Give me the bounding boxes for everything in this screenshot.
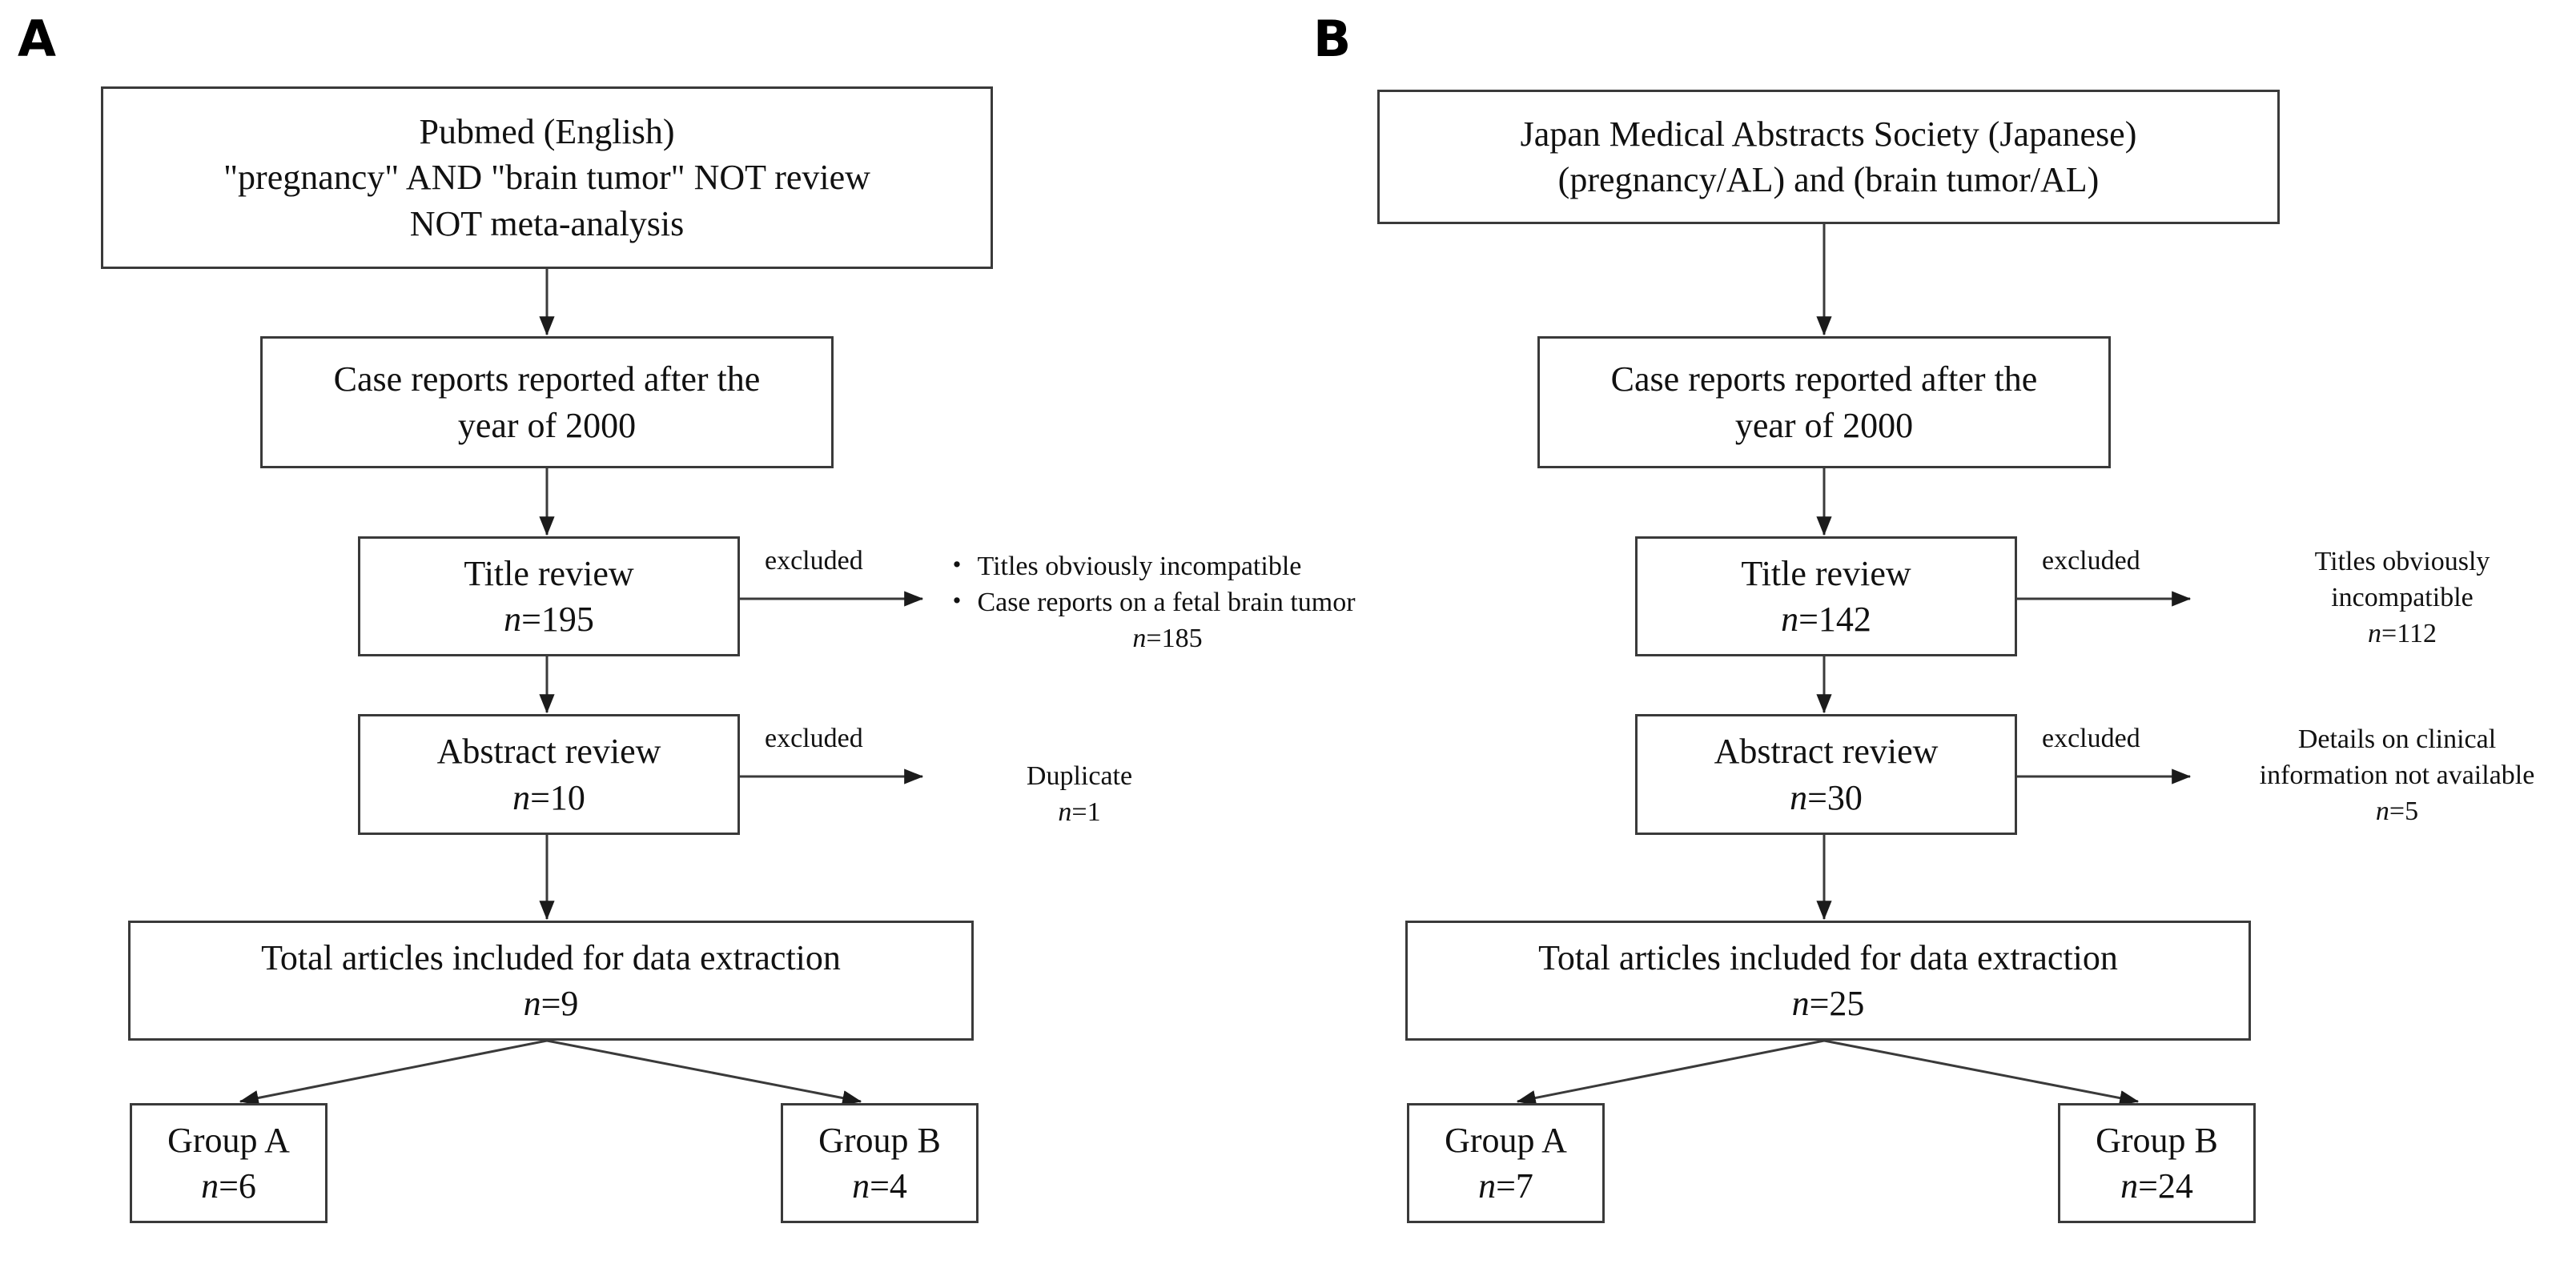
panel-a-total-articles-box: Total articles included for data extract… — [128, 921, 974, 1041]
panel-a-case-reports-box: Case reports reported after the year of … — [260, 336, 834, 468]
exclusion-reason-line: incompatible — [2331, 582, 2474, 612]
n-symbol: n — [523, 984, 541, 1023]
panel-a-group-b-box: Group B n=4 — [781, 1103, 979, 1223]
n-value: =4 — [870, 1166, 907, 1206]
n-value: =1 — [1071, 796, 1101, 827]
panel-b-exclusion-note-2: Details on clinical information not avai… — [2218, 722, 2576, 830]
panel-b-exclusion-note-1: Titles obviously incompatible n=112 — [2234, 544, 2570, 652]
panel-b-abstract-review-label: Abstract review — [1714, 732, 1939, 772]
n-symbol: n — [1058, 796, 1072, 827]
panel-a-title-review-box: Title review n=195 — [358, 536, 740, 656]
n-value: =30 — [1807, 777, 1863, 817]
panel-a-title-review-label: Title review — [464, 553, 634, 593]
panel-b-excluded-label-1: excluded — [2042, 546, 2140, 576]
panel-a-group-a-count: n=6 — [201, 1163, 256, 1209]
n-symbol: n — [1132, 623, 1147, 653]
n-symbol: n — [201, 1166, 219, 1206]
panel-b-source-box: Japan Medical Abstracts Society (Japanes… — [1377, 90, 2280, 224]
panel-a-source-box: Pubmed (English) "pregnancy" AND "brain … — [101, 86, 993, 269]
exclusion-reason-line: Details on clinical — [2297, 724, 2497, 754]
exclusion-reason-line: Duplicate — [1026, 761, 1133, 791]
panel-b-source-line-2: (pregnancy/AL) and (brain tumor/AL) — [1557, 160, 2100, 199]
panel-a-excluded-label-1: excluded — [765, 546, 863, 576]
n-value: =25 — [1809, 984, 1865, 1023]
panel-a-source-line-1: Pubmed (English) — [419, 112, 675, 152]
panel-a-source-line-3: NOT meta-analysis — [409, 203, 685, 243]
panel-b-abstract-review-box: Abstract review n=30 — [1635, 714, 2017, 835]
exclusion-reason-line: Titles obviously — [2314, 547, 2490, 576]
n-value: =112 — [2381, 618, 2437, 648]
n-symbol: n — [512, 777, 531, 817]
panel-label-a: A — [18, 10, 56, 68]
panel-b-group-b-label: Group B — [2096, 1120, 2218, 1160]
n-symbol: n — [1790, 777, 1808, 817]
panel-b-case-reports-box: Case reports reported after the year of … — [1537, 336, 2111, 468]
n-value: =10 — [530, 777, 585, 817]
panel-a-exclusion-note-2: Duplicate n=1 — [943, 759, 1216, 831]
exclusion-count: n=1 — [943, 795, 1216, 831]
panel-b-excluded-label-2: excluded — [2042, 724, 2140, 753]
exclusion-reason-line: information not available — [2259, 760, 2535, 790]
panel-a-case-reports-line-2: year of 2000 — [457, 405, 637, 445]
n-symbol: n — [1791, 984, 1810, 1023]
exclusion-reason-line: ・ Case reports on a fetal brain tumor — [943, 587, 1356, 617]
panel-a-abstract-review-count: n=10 — [512, 775, 585, 821]
panel-b-title-review-label: Title review — [1741, 553, 1911, 593]
panel-b-abstract-review-count: n=30 — [1790, 775, 1863, 821]
panel-a-group-b-count: n=4 — [852, 1163, 907, 1209]
n-value: =5 — [2389, 796, 2419, 826]
n-symbol: n — [2368, 618, 2382, 648]
panel-a-abstract-review-box: Abstract review n=10 — [358, 714, 740, 835]
n-value: =9 — [541, 984, 579, 1023]
panel-b-group-a-label: Group A — [1445, 1120, 1567, 1160]
n-symbol: n — [2375, 796, 2389, 826]
exclusion-count: n=185 — [943, 621, 1392, 657]
panel-b-total-articles-box: Total articles included for data extract… — [1405, 921, 2251, 1041]
panel-b-group-a-count: n=7 — [1478, 1163, 1533, 1209]
panel-a-abstract-review-label: Abstract review — [436, 732, 661, 772]
panel-b-case-reports-line-2: year of 2000 — [1734, 405, 1914, 445]
n-value: =24 — [2138, 1166, 2193, 1206]
panel-b-source-line-1: Japan Medical Abstracts Society (Japanes… — [1520, 114, 2137, 154]
n-symbol: n — [852, 1166, 870, 1206]
panel-a-total-articles-count: n=9 — [524, 981, 579, 1026]
panel-a-exclusion-note-1: ・ Titles obviously incompatible ・ Case r… — [943, 549, 1392, 657]
panel-a-excluded-label-2: excluded — [765, 724, 863, 753]
panel-b-title-review-count: n=142 — [1781, 596, 1871, 642]
n-value: =7 — [1496, 1166, 1533, 1206]
n-symbol: n — [1478, 1166, 1497, 1206]
panel-a-source-line-2: "pregnancy" AND "brain tumor" NOT review — [223, 158, 870, 198]
n-symbol: n — [504, 600, 522, 639]
panel-a-group-b-label: Group B — [818, 1120, 941, 1160]
n-symbol: n — [1781, 600, 1799, 639]
panel-label-b: B — [1313, 10, 1351, 68]
exclusion-count: n=5 — [2218, 794, 2576, 830]
n-symbol: n — [2120, 1166, 2139, 1206]
n-value: =6 — [219, 1166, 256, 1206]
panel-b-title-review-box: Title review n=142 — [1635, 536, 2017, 656]
panel-b-group-a-box: Group A n=7 — [1407, 1103, 1605, 1223]
panel-b-group-b-count: n=24 — [2120, 1163, 2193, 1209]
panel-b-group-b-box: Group B n=24 — [2058, 1103, 2256, 1223]
panel-b-total-articles-count: n=25 — [1792, 981, 1865, 1026]
n-value: =142 — [1798, 600, 1871, 639]
panel-a-case-reports-line-1: Case reports reported after the — [333, 359, 761, 399]
panel-b-total-articles-label: Total articles included for data extract… — [1538, 937, 2118, 977]
exclusion-count: n=112 — [2234, 616, 2570, 652]
panel-a-title-review-count: n=195 — [504, 596, 594, 642]
exclusion-reason-line: ・ Titles obviously incompatible — [943, 552, 1302, 581]
panel-a-group-a-box: Group A n=6 — [130, 1103, 328, 1223]
panel-b-case-reports-line-1: Case reports reported after the — [1610, 359, 2038, 399]
n-value: =195 — [521, 600, 594, 639]
panel-a-group-a-label: Group A — [167, 1120, 290, 1160]
n-value: =185 — [1146, 623, 1203, 653]
panel-a-total-articles-label: Total articles included for data extract… — [261, 937, 841, 977]
